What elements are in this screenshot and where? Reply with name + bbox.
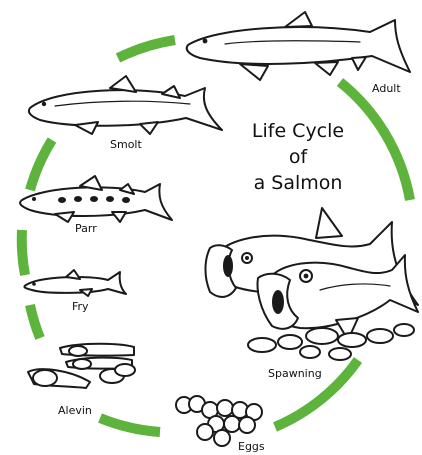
label-alevin: Alevin (58, 404, 92, 417)
alevin-illustration (28, 344, 135, 388)
cycle-segment-left-upper (30, 140, 52, 190)
diagram-title: Life Cycle of a Salmon (252, 120, 344, 194)
gravel-illustration (248, 324, 414, 360)
title-line-1: Life Cycle (252, 120, 344, 142)
label-eggs: Eggs (238, 440, 265, 453)
label-parr: Parr (75, 222, 97, 235)
label-fry: Fry (72, 300, 89, 313)
cycle-segment-top (118, 40, 175, 58)
smolt-salmon-illustration (29, 76, 222, 134)
title-line-3: a Salmon (254, 172, 343, 194)
spawning-salmon-illustration (205, 208, 418, 340)
cycle-segment-bottom-left (100, 418, 160, 432)
cycle-segment-right (340, 82, 410, 200)
label-smolt: Smolt (110, 138, 142, 151)
cycle-segment-left-low (30, 305, 40, 338)
label-adult: Adult (372, 82, 401, 95)
title-line-2: of (289, 146, 309, 168)
label-spawning: Spawning (268, 367, 322, 380)
eggs-illustration (176, 396, 262, 446)
cycle-segment-left-mid (22, 230, 25, 275)
fry-salmon-illustration (24, 270, 126, 296)
adult-salmon-illustration (187, 12, 410, 80)
parr-salmon-illustration (20, 176, 172, 222)
